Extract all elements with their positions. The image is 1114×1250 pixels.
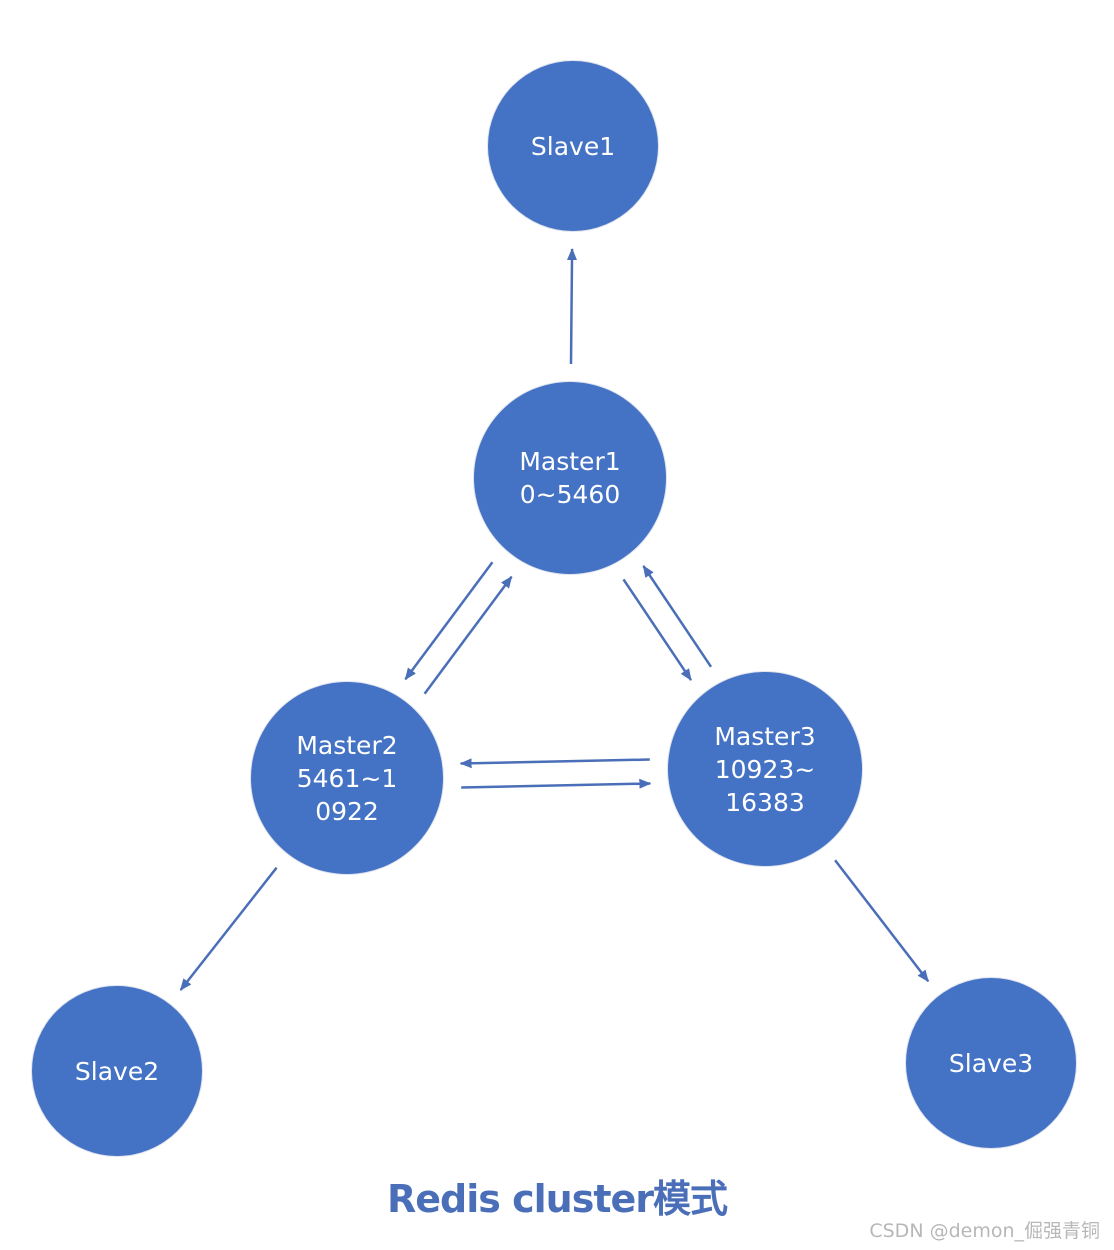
arrow-master2-to-master1 [423,575,513,695]
arrow-master3-to-master1 [642,565,713,668]
node-master3-line-2: 10923~ [714,754,816,784]
node-master2-line-1: Master2 [296,730,398,760]
arrow-master3-to-slave3 [834,859,930,983]
node-slave2: Slave2 [32,986,202,1156]
watermark-text: CSDN @demon_倔强青铜 [869,1220,1100,1242]
node-master3: Master3 10923~ 16383 [668,672,862,866]
node-master1-line-2: 0~5460 [519,480,621,509]
arrow-master2-to-slave2 [179,866,278,991]
node-master3-line-1: Master3 [714,721,816,751]
arrow-master1-to-master3 [622,578,693,681]
node-slave3: Slave3 [906,978,1076,1148]
node-slave3-line-1: Slave3 [948,1048,1034,1078]
diagram-caption: Redis cluster模式 [386,1177,728,1221]
arrow-master1-to-master2 [404,561,494,681]
node-master2-line-3: 0922 [315,796,379,826]
node-master2-line-2: 5461~1 [296,763,398,793]
arrow-master1-to-slave1 [566,248,577,365]
arrow-master2-to-master3 [461,778,652,789]
node-master3-line-3: 16383 [725,787,805,817]
node-master2: Master2 5461~1 0922 [251,682,443,874]
node-master1: Master1 0~5460 [474,382,666,574]
node-slave2-line-1: Slave2 [74,1056,160,1086]
arrow-master3-to-master2 [459,758,650,769]
node-slave1-line-1: Slave1 [530,131,616,161]
node-master1-line-1: Master1 [519,447,621,476]
node-slave1: Slave1 [488,61,658,231]
